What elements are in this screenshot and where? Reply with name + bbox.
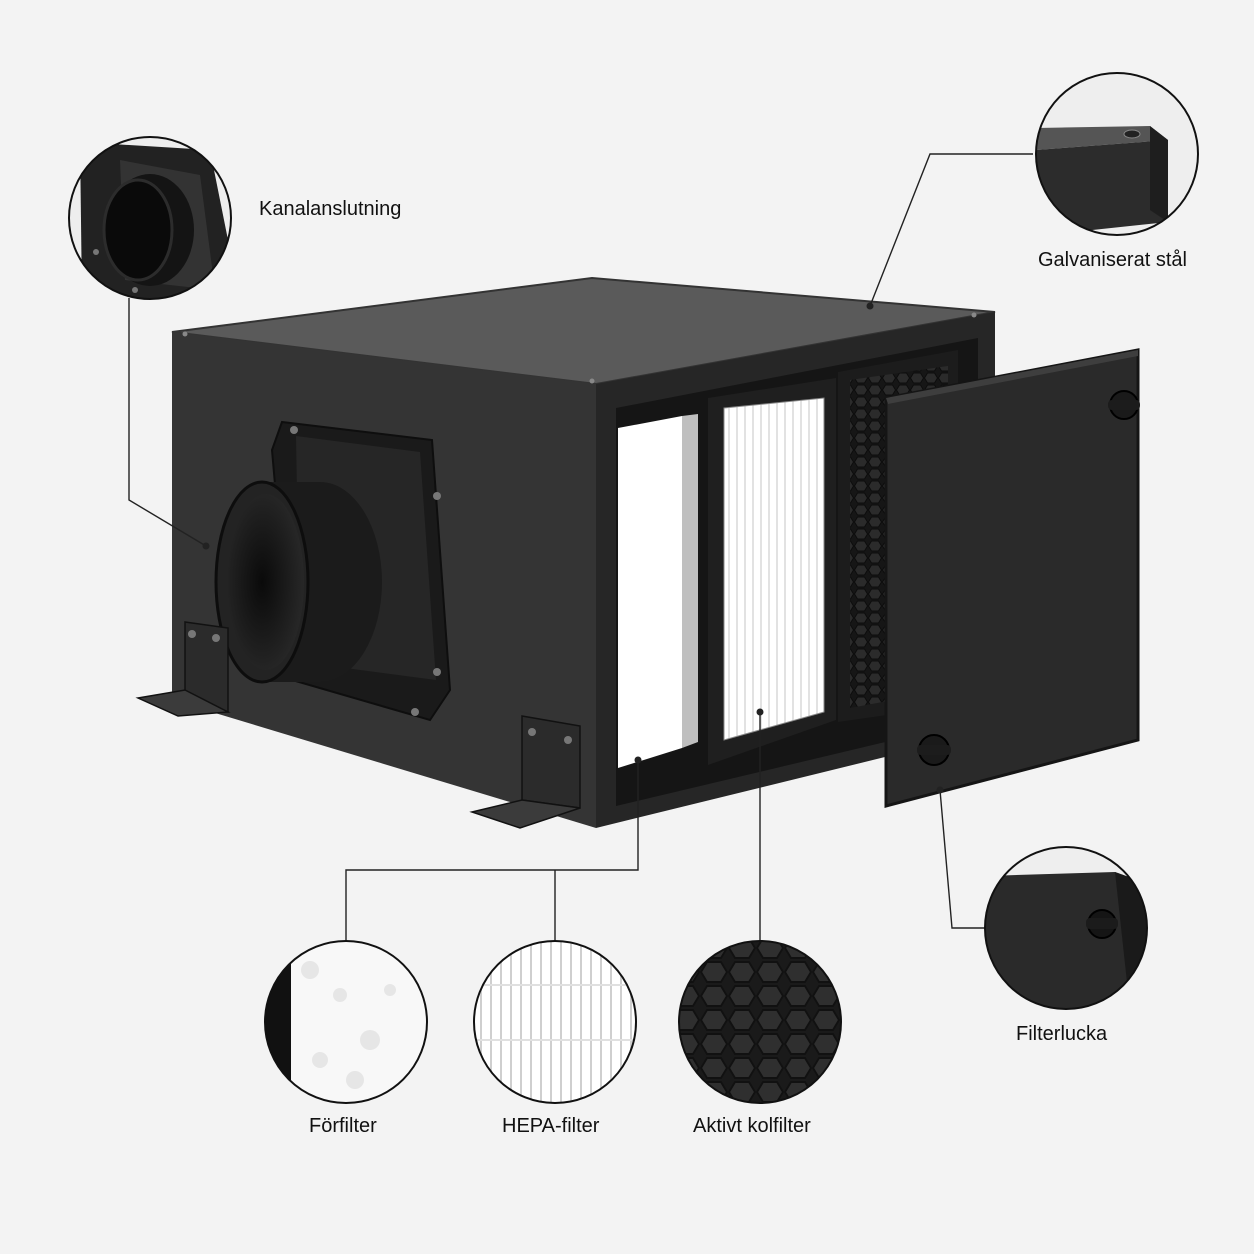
duct-connection-zoom (68, 136, 232, 300)
pre-filter-panel (618, 416, 682, 768)
label-galvanized-steel: Galvaniserat stål (1038, 249, 1187, 271)
filter-door (884, 348, 1140, 808)
carbon-filter-zoom (678, 940, 842, 1104)
housing-top (172, 278, 995, 384)
filter-door-zoom (984, 846, 1148, 1010)
label-hepa-filter: HEPA-filter (502, 1115, 600, 1137)
mounting-brackets (135, 621, 581, 829)
label-duct-connection: Kanalanslutning (259, 198, 402, 220)
duct-connector (214, 420, 452, 722)
hepa-filter-panel (723, 397, 825, 741)
label-filter-door: Filterlucka (1016, 1023, 1108, 1045)
label-pre-filter: Förfilter (309, 1115, 377, 1137)
door-knob-top-icon (1108, 390, 1140, 420)
hepa-filter-zoom (473, 940, 637, 1104)
label-carbon-filter: Aktivt kolfilter (693, 1115, 811, 1137)
galvanized-steel-zoom (1035, 72, 1199, 236)
door-knob-bottom-icon (917, 734, 951, 766)
callout-dots (202, 302, 944, 794)
callout-lines (128, 153, 1033, 941)
pre-filter-zoom (264, 940, 428, 1104)
